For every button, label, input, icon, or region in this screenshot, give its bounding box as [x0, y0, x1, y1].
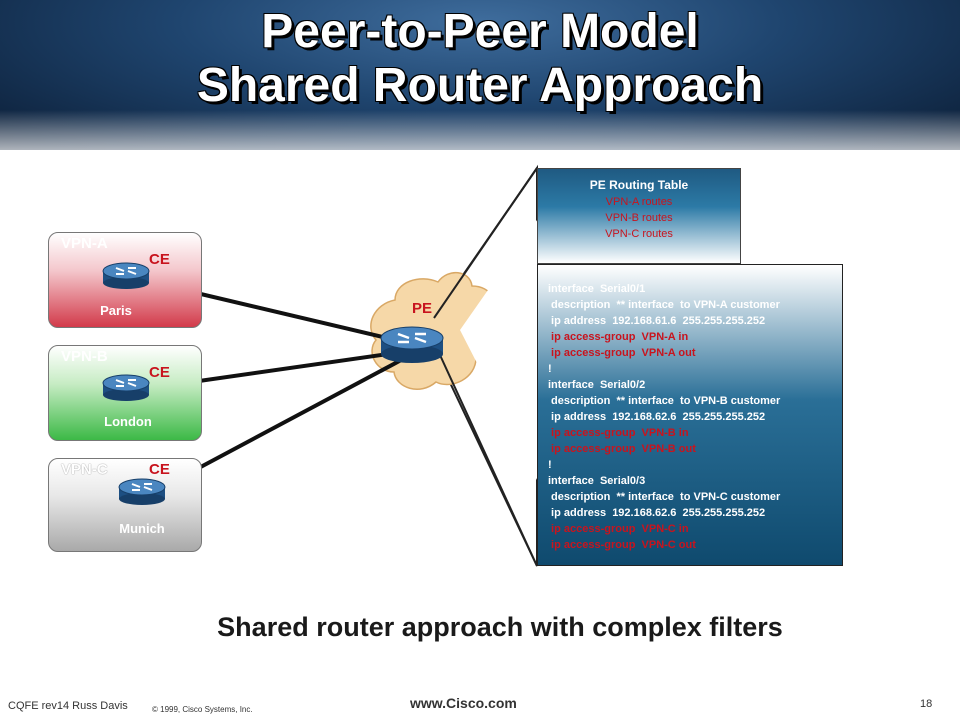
routing-table-entry: VPN-C routes	[605, 228, 673, 240]
routing-table-entry: VPN-A routes	[605, 196, 673, 208]
config-line: description ** interface to VPN-B custom…	[548, 395, 781, 407]
routing-table-title: PE Routing Table	[589, 178, 689, 192]
page-number: 18	[920, 698, 933, 710]
link-munich	[164, 356, 406, 488]
city-munich: Munich	[119, 521, 165, 536]
footer-course: CQFE rev14 Russ Davis	[8, 700, 128, 712]
pe-routing-table: PE Routing Table VPN-A routes VPN-B rout…	[537, 168, 741, 264]
config-line: ip access-group VPN-B out	[548, 443, 696, 455]
config-line: interface Serial0/1	[548, 283, 646, 295]
config-line: !	[548, 459, 552, 471]
router-icon	[102, 374, 150, 401]
ce-label-munich: CE	[149, 461, 170, 478]
vpn-c-label: VPN-C	[61, 461, 108, 478]
router-icon	[118, 478, 166, 505]
routing-table-entry: VPN-B routes	[605, 212, 673, 224]
city-paris: Paris	[100, 303, 132, 318]
footer-url: www.Cisco.com	[410, 695, 517, 711]
config-line: ip access-group VPN-C out	[548, 539, 696, 551]
slide-title-line2: Shared Router Approach	[196, 59, 764, 112]
site-vpn-c: VPN-C CE Munich	[48, 458, 202, 552]
title-banner-fade	[0, 110, 960, 170]
footer-copyright: © 1999, Cisco Systems, Inc.	[152, 705, 253, 714]
ce-label-paris: CE	[149, 251, 170, 268]
slide-title-line1: Peer-to-Peer Model	[261, 5, 699, 58]
config-line: !	[548, 363, 552, 375]
config-line: ip address 192.168.62.6 255.255.255.252	[548, 411, 766, 423]
config-line: description ** interface to VPN-A custom…	[548, 299, 780, 311]
config-line: ip address 192.168.62.6 255.255.255.252	[548, 507, 766, 519]
config-line: description ** interface to VPN-C custom…	[548, 491, 781, 503]
router-icon	[102, 262, 150, 289]
slide-caption: Shared router approach with complex filt…	[217, 612, 783, 642]
vpn-a-label: VPN-A	[61, 235, 108, 252]
config-line: ip access-group VPN-A out	[548, 347, 696, 359]
config-lines: interface Serial0/1 description ** inter…	[548, 281, 780, 553]
city-london: London	[104, 414, 152, 429]
config-line: ip access-group VPN-B in	[548, 427, 689, 439]
config-line: ip access-group VPN-C in	[548, 523, 689, 535]
router-icon	[380, 326, 444, 363]
vpn-b-label: VPN-B	[61, 348, 108, 365]
pe-configuration: interface Serial0/1 description ** inter…	[537, 264, 843, 566]
config-line: ip address 192.168.61.6 255.255.255.252	[548, 315, 766, 327]
pe-label: PE	[412, 300, 433, 317]
ce-label-london: CE	[149, 364, 170, 381]
config-line: interface Serial0/2	[548, 379, 646, 391]
config-line: interface Serial0/3	[548, 475, 646, 487]
config-line: ip access-group VPN-A in	[548, 331, 689, 343]
